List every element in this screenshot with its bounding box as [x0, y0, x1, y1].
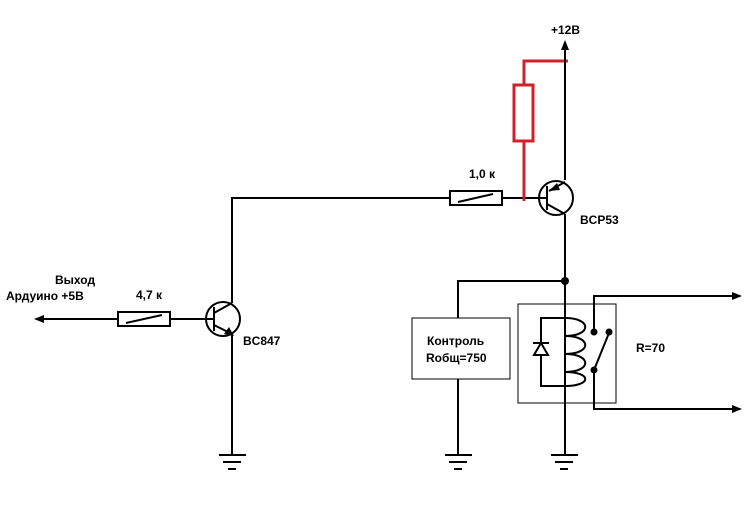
input-label-line1: Выход [55, 273, 95, 287]
transistor-q1-label: BC847 [243, 334, 281, 348]
relay-k1 [517, 292, 742, 413]
transistor-q2-label: BCP53 [580, 213, 619, 227]
coil-icon [564, 317, 586, 387]
control-label-line1: Контроль [427, 334, 484, 348]
control-block [411, 317, 511, 380]
input-label-line2: Ардуино +5В [6, 289, 84, 303]
resistor-r1 [117, 311, 206, 327]
wire-control-top [457, 280, 565, 318]
ground-icon [219, 454, 246, 470]
ground-icon [551, 454, 578, 470]
resistor-r2 [449, 190, 538, 206]
ground-icon [445, 454, 472, 470]
supply-arrow [561, 40, 569, 180]
relay-label: R=70 [636, 341, 665, 355]
diode-icon [532, 341, 550, 356]
resistor-r3-red [512, 59, 568, 201]
transistor-q2 [538, 180, 574, 455]
supply-label: +12В [551, 23, 580, 37]
transistor-q1 [205, 198, 241, 455]
input-arrow [34, 315, 118, 323]
resistor-r2-label: 1,0 к [469, 167, 496, 181]
control-label-line2: Rобщ=750 [426, 351, 487, 365]
resistor-r1-label: 4,7 к [136, 288, 163, 302]
